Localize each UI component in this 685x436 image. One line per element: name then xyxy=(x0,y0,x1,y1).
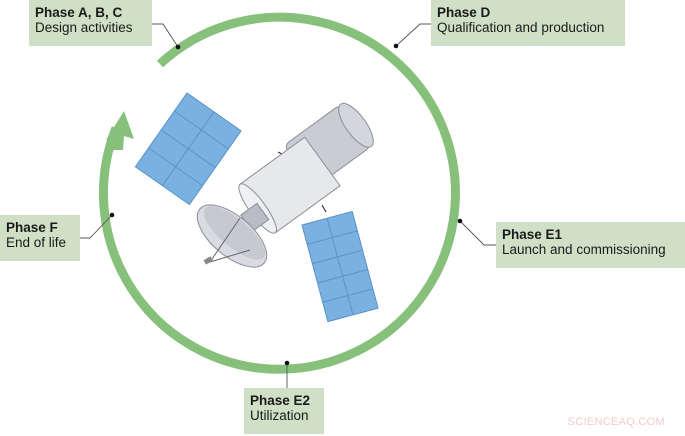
phase-name: Phase E2 xyxy=(250,393,311,408)
phase-label-d: Phase D Qualification and production xyxy=(431,0,625,46)
phase-description: Design activities xyxy=(35,20,133,35)
phase-label-abc: Phase A, B, C Design activities xyxy=(29,0,152,46)
solar-panel-lower xyxy=(301,210,379,323)
phase-description: Qualification and production xyxy=(437,20,605,35)
leader-dots xyxy=(109,43,463,366)
phase-label-e2: Phase E2 Utilization xyxy=(244,388,324,434)
lifecycle-ring xyxy=(98,12,460,374)
phase-name: Phase F xyxy=(6,220,58,235)
phase-description: Utilization xyxy=(250,408,309,423)
antenna-dish xyxy=(196,204,268,268)
phase-description: Launch and commissioning xyxy=(502,242,666,257)
satellite-icon xyxy=(134,92,379,323)
watermark: SCIENCEAQ.COM xyxy=(567,416,665,428)
solar-panel-upper xyxy=(134,92,242,206)
phase-name: Phase A, B, C xyxy=(35,5,123,20)
phase-description: End of life xyxy=(6,235,67,250)
phase-label-f: Phase F End of life xyxy=(0,215,80,261)
phase-name: Phase E1 xyxy=(502,227,563,242)
phase-label-e1: Phase E1 Launch and commissioning xyxy=(496,222,685,268)
leader-lines xyxy=(80,23,500,390)
phase-name: Phase D xyxy=(437,5,491,20)
arrow-head-icon xyxy=(106,111,134,150)
